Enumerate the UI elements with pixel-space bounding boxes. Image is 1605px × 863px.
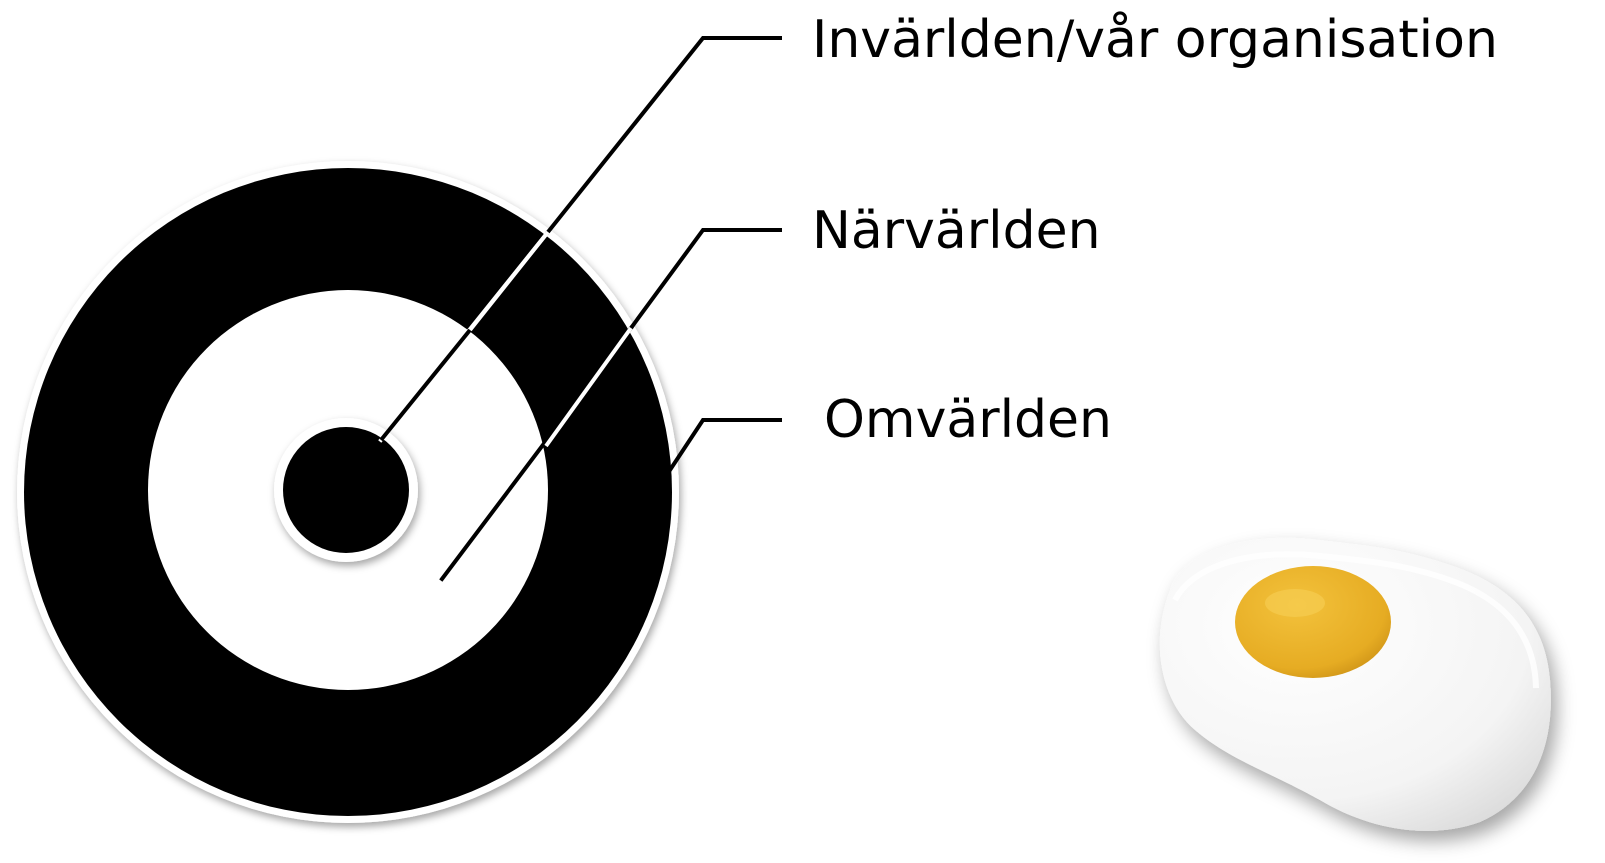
leader-line-outer [670,420,780,470]
label-omvarlden: Omvärlden [824,390,1112,450]
leader-line-middle [631,230,780,328]
fried-egg-icon [1160,538,1551,831]
label-invarlden: Invärlden/vår organisation [812,10,1498,70]
inner-core-invarlden [274,418,418,562]
label-narvarlden: Närvärlden [812,201,1101,261]
leader-line-inner [548,38,780,232]
